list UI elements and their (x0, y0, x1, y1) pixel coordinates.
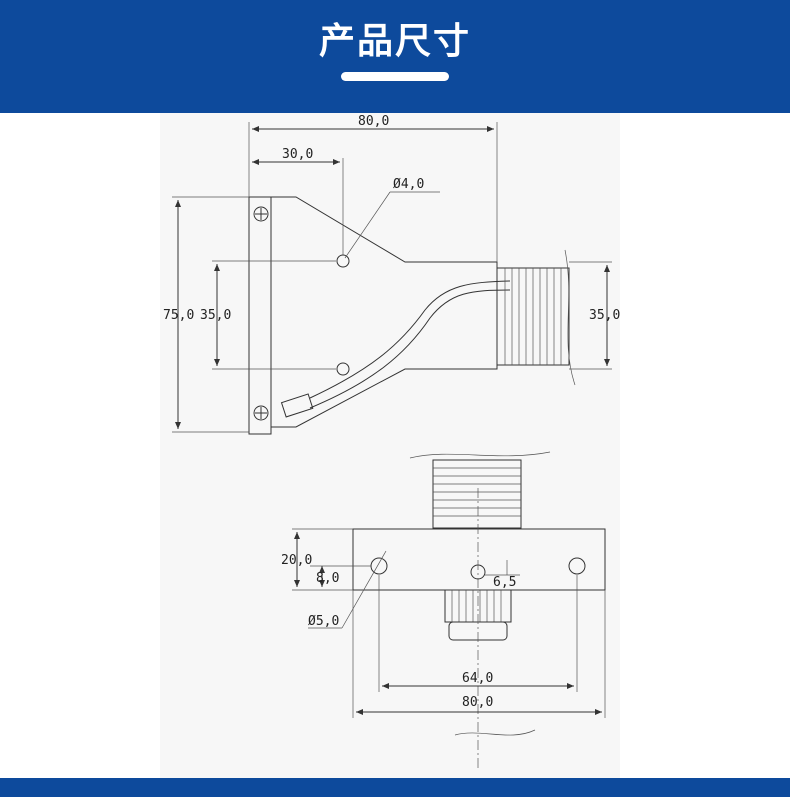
screw-bottom (253, 405, 269, 421)
dim-plate-width: 80,0 (462, 695, 493, 710)
front-view: 20,0 8,0 6,5 Ø5,0 64,0 80,0 (281, 451, 606, 770)
hole-bottom (336, 362, 350, 376)
dim-hole-pitch: 64,0 (462, 671, 493, 686)
dim-hole-diameter: Ø4,0 (393, 177, 424, 192)
body-outline (271, 196, 498, 428)
front-hole-right (568, 557, 586, 575)
drawing-background (160, 113, 620, 778)
corrugated-tube (496, 249, 576, 386)
dim-center-hole: 6,5 (493, 575, 516, 590)
front-corrugated-tube (409, 451, 551, 529)
header-banner: 产品尺寸 (0, 0, 790, 113)
dim-hole-offset: 30,0 (282, 147, 313, 162)
break-line (454, 729, 536, 736)
mounting-bar (248, 196, 272, 435)
dim-overall-height: 75,0 (163, 308, 194, 323)
dim-tube-height: 35,0 (589, 308, 620, 323)
title-underline (341, 72, 449, 81)
cable-edge (309, 289, 511, 409)
footer-bar (0, 778, 790, 797)
front-hole-left (370, 557, 388, 575)
top-view: 80,0 30,0 Ø4,0 75,0 35,0 35,0 (163, 114, 620, 435)
dim-top-overall-width: 80,0 (358, 114, 389, 129)
dim-plate-height: 20,0 (281, 553, 312, 568)
screw-top (253, 206, 269, 222)
mounting-plate (352, 528, 606, 591)
page-title: 产品尺寸 (318, 21, 471, 62)
dim-side-hole: Ø5,0 (308, 614, 339, 629)
hole-top (336, 254, 350, 268)
dim-hole-spacing: 35,0 (200, 308, 231, 323)
dim-hole-height: 8,0 (316, 571, 339, 586)
cable-gland (444, 488, 512, 770)
cable (309, 280, 511, 399)
cable-connector (280, 393, 314, 418)
